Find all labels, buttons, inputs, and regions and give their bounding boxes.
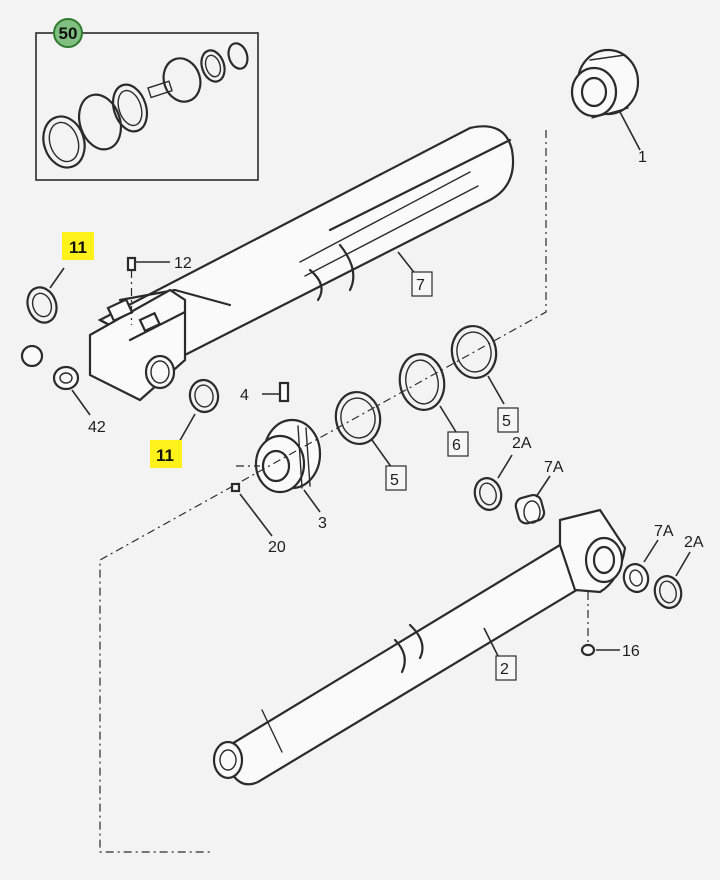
kit-badge[interactable]: 50 — [53, 18, 83, 48]
callout-1[interactable]: 1 — [638, 149, 647, 166]
callout-5-lower[interactable]: 5 — [390, 472, 399, 489]
leader-1 — [619, 111, 641, 151]
callout-5-upper[interactable]: 5 — [502, 413, 511, 430]
plug-fitting[interactable] — [126, 256, 137, 325]
highlight-11-lower — [150, 440, 182, 468]
seal-left-part[interactable] — [471, 475, 504, 513]
pin-part[interactable] — [278, 381, 290, 403]
plug-nut[interactable] — [20, 344, 80, 391]
callout-7-box — [411, 271, 433, 297]
o-ring-upper[interactable] — [23, 283, 62, 326]
callout-42[interactable]: 42 — [88, 419, 106, 436]
callout-6[interactable]: 6 — [452, 437, 461, 454]
bushing-left-part[interactable] — [514, 493, 546, 525]
cap-end-block[interactable] — [88, 288, 187, 402]
seal-right-part[interactable] — [651, 573, 684, 611]
rod-part[interactable] — [212, 508, 627, 786]
highlight-11-upper — [62, 232, 94, 260]
callout-4[interactable]: 4 — [240, 387, 249, 404]
callout-7[interactable]: 7 — [416, 277, 425, 294]
callout-11-upper[interactable]: 11 — [69, 238, 87, 257]
bushing-right-part[interactable] — [621, 561, 651, 594]
seal-kit-box — [35, 32, 259, 181]
callout-7A-left[interactable]: 7A — [544, 459, 564, 476]
callout-20[interactable]: 20 — [268, 539, 286, 556]
seal-lower-part[interactable] — [332, 389, 384, 448]
callout-2A-left[interactable]: 2A — [512, 435, 532, 452]
o-ring-lower[interactable] — [187, 378, 220, 414]
seal-upper-part[interactable] — [448, 323, 500, 382]
assembly-centerline — [99, 130, 547, 853]
grease-fitting-part[interactable] — [580, 643, 596, 657]
callout-11-lower[interactable]: 11 — [156, 446, 174, 465]
callout-2A-right[interactable]: 2A — [684, 534, 704, 551]
piston-part[interactable] — [254, 418, 322, 494]
cylinder-head-part[interactable] — [570, 48, 640, 119]
callout-12[interactable]: 12 — [174, 255, 192, 272]
callout-7A-right[interactable]: 7A — [654, 523, 674, 540]
callout-16[interactable]: 16 — [622, 643, 640, 660]
callout-3[interactable]: 3 — [318, 515, 327, 532]
kit-number-label: 50 — [59, 24, 78, 43]
barrel-part[interactable] — [97, 125, 515, 362]
callout-2[interactable]: 2 — [500, 661, 509, 678]
seal-ring-part[interactable] — [395, 351, 448, 414]
set-screw-part[interactable] — [230, 482, 241, 493]
